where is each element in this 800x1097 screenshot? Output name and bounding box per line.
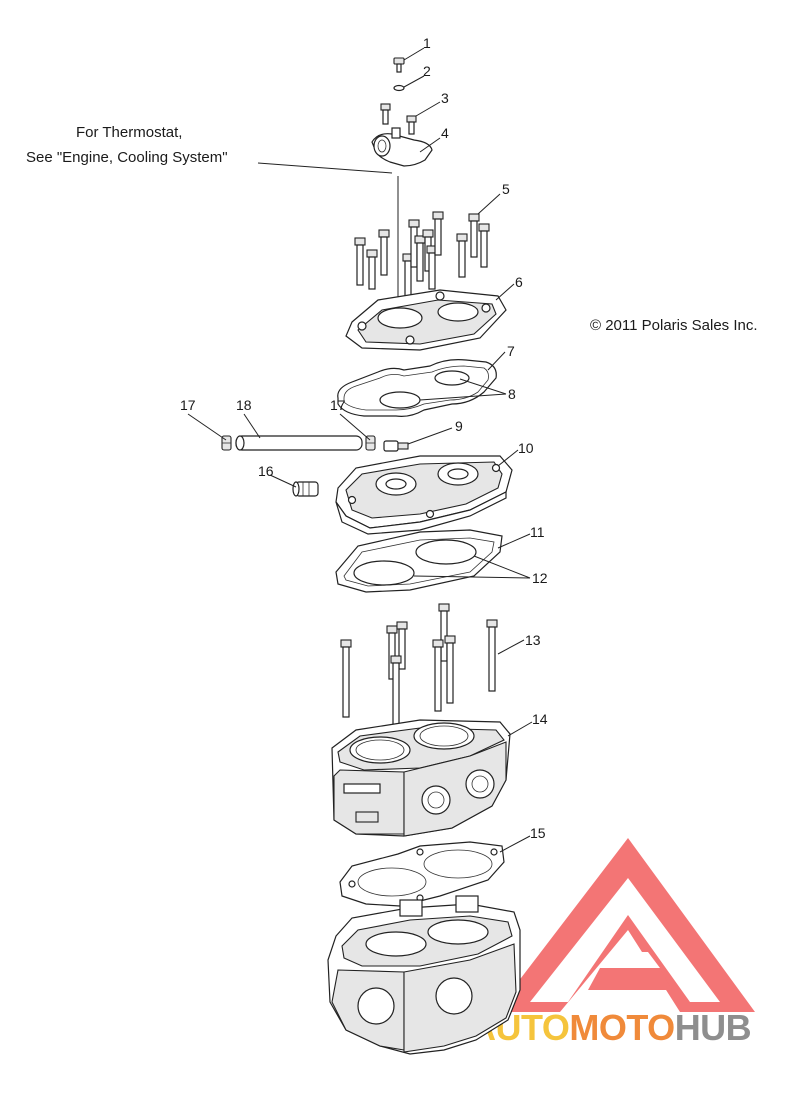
head-bolt: [478, 223, 490, 268]
callout-13: 13: [525, 632, 541, 648]
part-4-thermostat-housing: [371, 127, 433, 167]
callout-12: 12: [532, 570, 548, 586]
head-bolt: [468, 213, 480, 258]
callout-3: 3: [441, 90, 449, 106]
cylinder-bolt: [340, 639, 352, 718]
cylinder-bolt: [432, 639, 444, 712]
head-bolt: [432, 211, 444, 256]
part-14-cylinder: [331, 719, 511, 837]
head-bolt: [456, 233, 468, 278]
part-3-bolts: [380, 103, 417, 135]
callout-10: 10: [518, 440, 534, 456]
head-bolt: [378, 229, 390, 276]
watermark-text: AUTOMOTOHUB: [470, 1007, 752, 1048]
svg-text:AUTOMOTOHUB: AUTOMOTOHUB: [470, 1007, 751, 1048]
part-12-sealing-rings: [353, 539, 477, 586]
callout-15: 15: [530, 825, 546, 841]
cylinder-bolt: [390, 655, 402, 726]
watermark-logo: [495, 838, 755, 1012]
crankcase: [327, 895, 521, 1055]
part-2-oring: [393, 84, 405, 92]
thermostat-note-line2: See "Engine, Cooling System": [26, 149, 228, 166]
callout-14: 14: [532, 711, 548, 727]
cylinder-bolt: [486, 619, 498, 692]
watermark-hub: HUB: [675, 1007, 752, 1048]
callout-5: 5: [502, 181, 510, 197]
watermark-moto: MOTO: [569, 1007, 674, 1048]
callout-17-right: 17: [330, 397, 346, 413]
part-6-head-cover: [345, 289, 507, 351]
callout-18: 18: [236, 397, 252, 413]
head-bolt: [414, 235, 426, 282]
head-bolt: [366, 249, 378, 290]
cylinder-bolt: [444, 635, 456, 704]
callout-17-left: 17: [180, 397, 196, 413]
callout-labels: 1 2 3 4 5 6 7 8 9 10 11 12 13 14 15 16 1…: [180, 35, 548, 841]
callout-6: 6: [515, 274, 523, 290]
part-9-fitting: [383, 440, 409, 452]
callout-7: 7: [507, 343, 515, 359]
callout-2: 2: [423, 63, 431, 79]
callout-16: 16: [258, 463, 274, 479]
part-13-cylinder-bolts: [340, 603, 498, 726]
part-10-cylinder-head: [335, 455, 513, 535]
callout-8: 8: [508, 386, 516, 402]
callout-4: 4: [441, 125, 449, 141]
callout-9: 9: [455, 418, 463, 434]
callout-11: 11: [530, 524, 545, 540]
cylinder-bolt: [396, 621, 408, 670]
copyright-text: © 2011 Polaris Sales Inc.: [590, 317, 758, 334]
thermostat-note-line1: For Thermostat,: [76, 124, 182, 141]
part-1-screw: [393, 57, 405, 73]
head-bolt: [354, 237, 366, 286]
part-15-base-gasket: [339, 841, 505, 907]
leader-lines: [187, 47, 533, 853]
part-5-head-bolts: [354, 211, 490, 300]
part-18-hose: [235, 435, 363, 451]
part-11-cylinder-gasket: [335, 529, 503, 593]
part-17-clamp-right: [365, 435, 376, 451]
part-7-head-gasket: [337, 359, 497, 417]
part-16-nipple: [292, 481, 319, 497]
thermostat-note-leader: [257, 162, 393, 174]
callout-1: 1: [423, 35, 431, 51]
part-17-clamp-left: [221, 435, 232, 451]
